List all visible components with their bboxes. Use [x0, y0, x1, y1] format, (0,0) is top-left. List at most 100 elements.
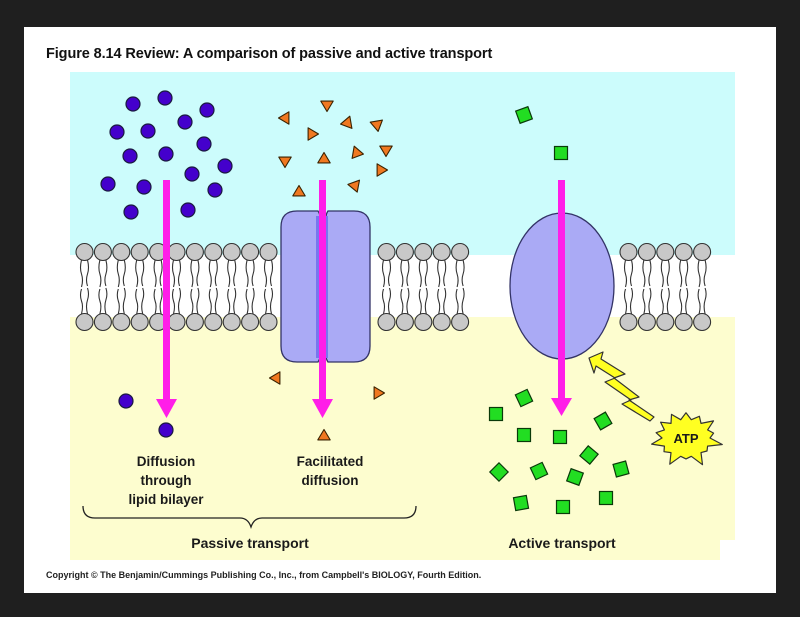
phospholipid-head	[204, 312, 223, 332]
label-active-transport: Active transport	[508, 535, 616, 551]
solute-square	[512, 494, 530, 512]
solute-triangle	[278, 156, 292, 169]
lipid-tail	[679, 287, 689, 315]
atp-label: ATP	[673, 431, 698, 446]
solute-triangle	[292, 184, 306, 197]
phospholipid-head	[167, 242, 186, 262]
label-diffusion-line1: Diffusion	[137, 454, 196, 469]
solute-circle	[217, 158, 233, 174]
solute-square	[529, 461, 549, 481]
phospholipid-head	[222, 312, 241, 332]
solute-circle	[199, 102, 215, 118]
lipid-tail	[171, 259, 182, 288]
lipid-tail	[98, 287, 108, 315]
phospholipid-head	[656, 312, 675, 332]
solute-circle	[177, 114, 193, 130]
solute-square	[552, 429, 568, 445]
copyright-notice: Copyright © The Benjamin/Cummings Publis…	[46, 570, 482, 580]
phospholipid-head	[222, 242, 241, 262]
solute-square	[514, 105, 534, 125]
solute-square	[598, 490, 614, 506]
solute-circle	[157, 90, 173, 106]
lipid-tail	[98, 259, 108, 288]
solute-triangle	[320, 100, 334, 113]
phospholipid-head	[185, 242, 204, 262]
solute-square	[555, 499, 571, 515]
phospholipid-head	[451, 312, 470, 332]
solute-circle	[140, 123, 156, 139]
lipid-tail	[660, 287, 670, 315]
solute-square	[488, 406, 504, 422]
phospholipid-head	[241, 242, 260, 262]
solute-molecules	[100, 90, 630, 515]
lipid-tail	[437, 287, 447, 315]
phospholipid-head	[241, 312, 260, 332]
solute-square	[565, 467, 585, 487]
label-passive-transport: Passive transport	[191, 535, 309, 551]
solute-triangle	[369, 119, 383, 132]
lipid-tail	[418, 259, 428, 288]
lipid-tail	[381, 287, 392, 315]
phospholipid-head	[432, 312, 451, 332]
label-diffusion-line3: lipid bilayer	[128, 492, 204, 507]
lipid-tail	[697, 287, 707, 315]
lipid-tail	[190, 259, 200, 288]
phospholipid-head	[93, 242, 112, 262]
phospholipid-head	[693, 312, 712, 332]
solute-triangle	[351, 145, 364, 159]
phospholipid-head	[259, 242, 278, 262]
lipid-tail	[623, 259, 634, 288]
phospholipid-head	[693, 242, 712, 262]
solute-square	[578, 444, 600, 466]
phospholipid-head	[75, 312, 94, 332]
phospholipid-head	[674, 242, 693, 262]
phospholipid-head	[619, 312, 638, 332]
phospholipid-head	[414, 242, 433, 262]
solute-circle	[109, 124, 125, 140]
phospholipid-head	[395, 312, 414, 332]
phospholipid-head	[185, 312, 204, 332]
lipid-tail	[679, 259, 689, 288]
lipid-tail	[171, 287, 182, 315]
solute-triangle	[340, 115, 353, 129]
channel-right-half	[325, 210, 371, 363]
phospholipid-head	[377, 242, 396, 262]
solute-circle	[125, 96, 141, 112]
lipid-tail	[400, 287, 410, 315]
label-diffusion-line2: through	[141, 473, 192, 488]
solute-circle	[158, 422, 174, 438]
solute-triangle	[268, 371, 281, 385]
arrow-active	[551, 180, 572, 416]
phospholipid-head	[167, 312, 186, 332]
solute-triangle	[379, 145, 393, 158]
solute-triangle	[376, 163, 389, 177]
solute-circle	[123, 204, 139, 220]
lipid-tail	[245, 259, 255, 288]
lipid-tail	[153, 259, 163, 288]
phospholipid-head	[130, 312, 149, 332]
solute-square	[612, 460, 630, 478]
lipid-tail	[263, 287, 274, 315]
channel-left-half	[280, 210, 321, 363]
lipid-tail	[400, 259, 410, 288]
label-facilitated-line2: diffusion	[302, 473, 359, 488]
lipid-tail	[116, 287, 126, 315]
lipid-tail	[623, 287, 634, 315]
lipid-tail	[79, 287, 90, 315]
phospholipid-head	[637, 242, 656, 262]
lipid-tail	[116, 259, 126, 288]
lipid-tail	[660, 259, 670, 288]
lipid-tail	[79, 259, 90, 288]
phospholipid-head	[204, 242, 223, 262]
solute-circle	[207, 182, 223, 198]
lipid-tail	[418, 287, 428, 315]
phospholipid-head	[414, 312, 433, 332]
solute-triangle	[307, 127, 320, 141]
lipid-tail	[245, 287, 255, 315]
phospholipid-head	[377, 312, 396, 332]
solute-circle	[180, 202, 196, 218]
passive-brace	[82, 505, 417, 530]
cytoplasm-region	[70, 300, 735, 560]
phospholipid-head	[637, 312, 656, 332]
